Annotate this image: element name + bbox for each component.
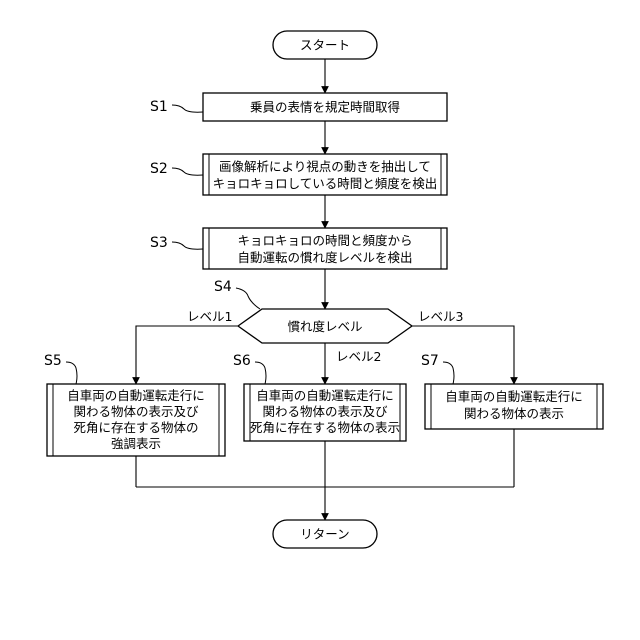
- branch-label-level1: レベル1: [187, 309, 232, 324]
- step-label-s4: S4: [214, 279, 232, 295]
- s5-text-line1: 自車両の自動運転走行に: [67, 388, 205, 403]
- s2-text-line1: 画像解析により視点の動きを抽出して: [219, 159, 431, 174]
- step-label-s1: S1: [150, 99, 168, 115]
- end-text: リターン: [300, 527, 349, 542]
- branch-label-level3: レベル3: [418, 309, 463, 324]
- s2-text-line2: キョロキョロしている時間と頻度を検出: [213, 176, 438, 191]
- s3-text-line1: キョロキョロの時間と頻度から: [237, 233, 412, 248]
- start-text: スタート: [300, 38, 350, 53]
- step-label-s2: S2: [150, 161, 168, 177]
- s5-text-line2: 関わる物体の表示及び: [73, 404, 199, 419]
- s6-leader: [255, 362, 266, 384]
- step-label-s6: S6: [233, 353, 251, 369]
- s6-text-line1: 自車両の自動運転走行に: [256, 388, 394, 403]
- s1-leader: [172, 105, 203, 112]
- s6-text-line2: 関わる物体の表示及び: [262, 404, 388, 419]
- s6-text-line3: 死角に存在する物体の表示: [250, 420, 400, 435]
- decision-text: 慣れ度レベル: [287, 319, 362, 334]
- s5-text-line4: 強調表示: [111, 436, 161, 451]
- s5-leader: [66, 362, 77, 384]
- s5-text-line3: 死角に存在する物体の: [73, 420, 198, 435]
- s7-text-line2: 関わる物体の表示: [464, 406, 564, 421]
- s7-text-line1: 自車両の自動運転走行に: [445, 389, 583, 404]
- branch-level1-line: [136, 326, 238, 384]
- s3-text-line2: 自動運転の慣れ度レベルを検出: [237, 250, 412, 265]
- step-label-s3: S3: [150, 235, 168, 251]
- s7-leader: [443, 362, 454, 384]
- step-label-s5: S5: [44, 353, 62, 369]
- branch-label-level2: レベル2: [336, 349, 381, 364]
- step-label-s7: S7: [421, 353, 439, 369]
- s1-text: 乗員の表情を規定時間取得: [250, 100, 400, 115]
- s3-leader: [172, 242, 203, 249]
- s2-leader: [172, 168, 203, 175]
- s4-leader: [236, 288, 260, 309]
